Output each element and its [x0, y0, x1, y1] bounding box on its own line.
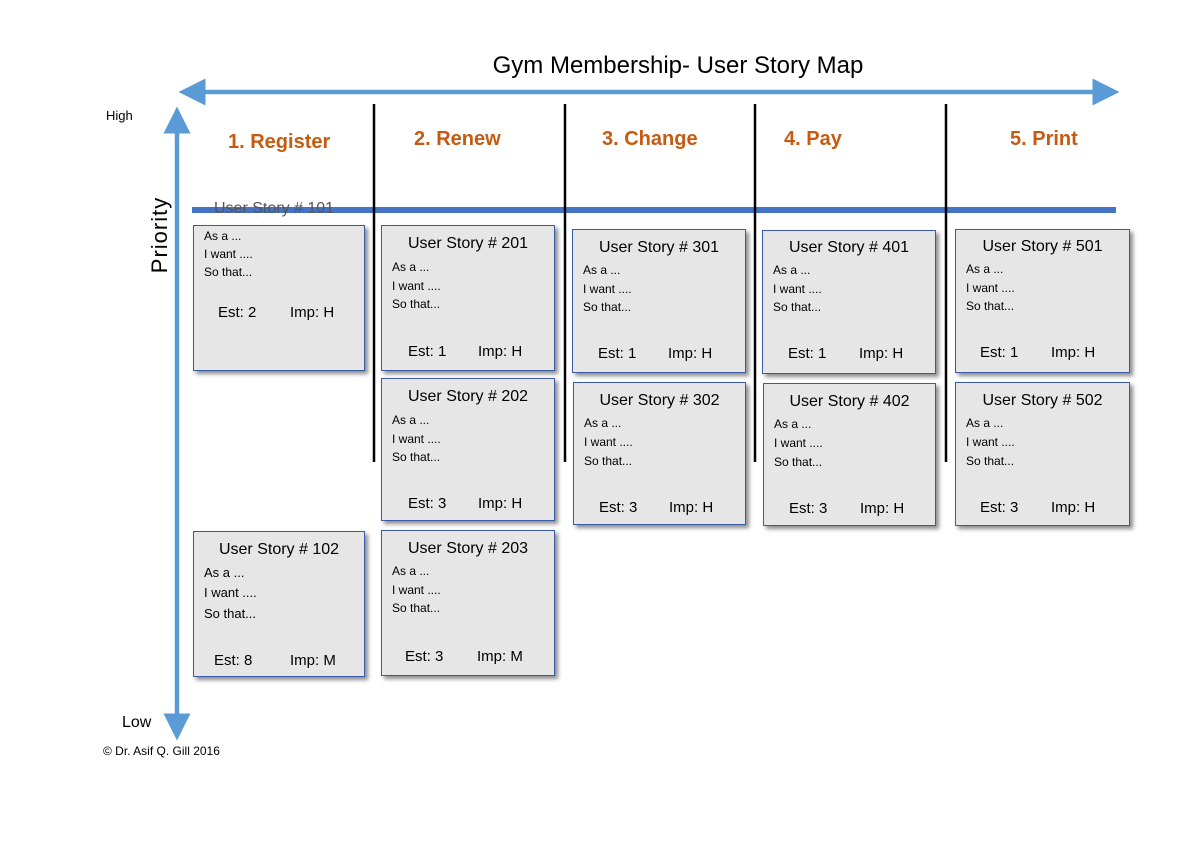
story-202-as: As a ...	[392, 413, 430, 427]
story-501-so: So that...	[966, 299, 1015, 313]
activity-pay: 4. Pay	[784, 128, 842, 150]
story-201-as: As a ...	[392, 260, 430, 274]
priority-low-label: Low	[122, 714, 152, 731]
story-302-want: I want ....	[584, 435, 633, 449]
story-card-302[interactable]: User Story # 302 As a ... I want .... So…	[573, 382, 746, 525]
story-502-imp: Imp: H	[1051, 499, 1096, 516]
story-302-imp: Imp: H	[669, 499, 714, 516]
story-202-imp: Imp: H	[478, 495, 523, 512]
story-102-as: As a ...	[204, 565, 245, 580]
story-301-imp: Imp: H	[668, 345, 713, 362]
story-401-title: User Story # 401	[788, 239, 910, 256]
story-101-as: As a ...	[204, 229, 242, 243]
story-202-title: User Story # 202	[407, 388, 529, 405]
story-201-want: I want ....	[392, 279, 441, 293]
story-card-102[interactable]: User Story # 102 As a ... I want .... So…	[193, 531, 365, 677]
activity-register: 1. Register	[228, 131, 331, 153]
story-501-as: As a ...	[966, 262, 1004, 276]
activity-renew: 2. Renew	[414, 128, 501, 150]
story-202-want: I want ....	[392, 432, 441, 446]
copyright-text: © Dr. Asif Q. Gill 2016	[103, 744, 220, 758]
story-502-as: As a ...	[966, 416, 1004, 430]
story-502-est: Est: 3	[980, 499, 1019, 516]
story-201-est: Est: 1	[408, 343, 447, 360]
story-102-title: User Story # 102	[218, 541, 340, 558]
story-402-est: Est: 3	[789, 500, 828, 517]
story-203-title: User Story # 203	[407, 540, 529, 557]
story-101-so: So that...	[204, 265, 253, 279]
story-202-so: So that...	[392, 450, 441, 464]
story-402-title: User Story # 402	[789, 393, 910, 410]
story-card-401[interactable]: User Story # 401 As a ... I want .... So…	[762, 230, 936, 374]
story-302-title: User Story # 302	[599, 392, 720, 409]
story-201-so: So that...	[392, 297, 441, 311]
story-card-101[interactable]: As a ... I want .... So that... Est: 2 I…	[193, 225, 365, 371]
map-title: Gym Membership- User Story Map	[492, 52, 864, 79]
story-502-title: User Story # 502	[982, 392, 1103, 409]
story-102-so: So that...	[204, 606, 257, 621]
story-401-so: So that...	[773, 300, 822, 314]
story-101-imp: Imp: H	[290, 304, 335, 321]
activity-print: 5. Print	[1010, 128, 1078, 150]
story-301-as: As a ...	[583, 263, 621, 277]
story-card-402[interactable]: User Story # 402 As a ... I want .... So…	[763, 383, 936, 526]
priority-high-label: High	[106, 108, 133, 123]
story-201-title: User Story # 201	[407, 235, 529, 252]
story-card-202[interactable]: User Story # 202 As a ... I want .... So…	[381, 378, 555, 521]
story-401-want: I want ....	[773, 282, 822, 296]
story-203-est: Est: 3	[405, 648, 444, 665]
story-card-203[interactable]: User Story # 203 As a ... I want .... So…	[381, 530, 555, 676]
story-402-imp: Imp: H	[860, 500, 905, 517]
story-401-est: Est: 1	[788, 345, 827, 362]
story-501-imp: Imp: H	[1051, 344, 1096, 361]
story-102-imp: Imp: M	[290, 652, 336, 669]
story-card-501[interactable]: User Story # 501 As a ... I want .... So…	[955, 229, 1130, 373]
story-203-want: I want ....	[392, 583, 441, 597]
story-203-as: As a ...	[392, 564, 430, 578]
story-401-as: As a ...	[773, 263, 811, 277]
story-402-so: So that...	[774, 455, 823, 469]
story-101-title: User Story # 101	[214, 200, 335, 217]
story-302-as: As a ...	[584, 416, 622, 430]
story-402-as: As a ...	[774, 417, 812, 431]
story-102-want: I want ....	[204, 585, 257, 600]
story-401-imp: Imp: H	[859, 345, 904, 362]
story-502-so: So that...	[966, 454, 1015, 468]
priority-axis-label: Priority	[147, 196, 172, 274]
story-301-so: So that...	[583, 300, 632, 314]
story-502-want: I want ....	[966, 435, 1015, 449]
story-203-so: So that...	[392, 601, 441, 615]
story-302-so: So that...	[584, 454, 633, 468]
story-102-est: Est: 8	[214, 652, 253, 669]
story-301-want: I want ....	[583, 282, 632, 296]
story-card-301[interactable]: User Story # 301 As a ... I want .... So…	[572, 229, 746, 373]
story-101-est: Est: 2	[218, 304, 257, 321]
story-202-est: Est: 3	[408, 495, 447, 512]
story-302-est: Est: 3	[599, 499, 638, 516]
story-501-title: User Story # 501	[982, 238, 1103, 255]
story-301-est: Est: 1	[598, 345, 637, 362]
story-501-want: I want ....	[966, 281, 1015, 295]
story-card-201[interactable]: User Story # 201 As a ... I want .... So…	[381, 225, 555, 371]
story-101-want: I want ....	[204, 247, 253, 261]
activity-change: 3. Change	[602, 128, 698, 150]
story-501-est: Est: 1	[980, 344, 1019, 361]
story-201-imp: Imp: H	[478, 343, 523, 360]
story-card-502[interactable]: User Story # 502 As a ... I want .... So…	[955, 382, 1130, 526]
story-203-imp: Imp: M	[477, 648, 523, 665]
story-402-want: I want ....	[774, 436, 823, 450]
story-301-title: User Story # 301	[598, 239, 720, 256]
